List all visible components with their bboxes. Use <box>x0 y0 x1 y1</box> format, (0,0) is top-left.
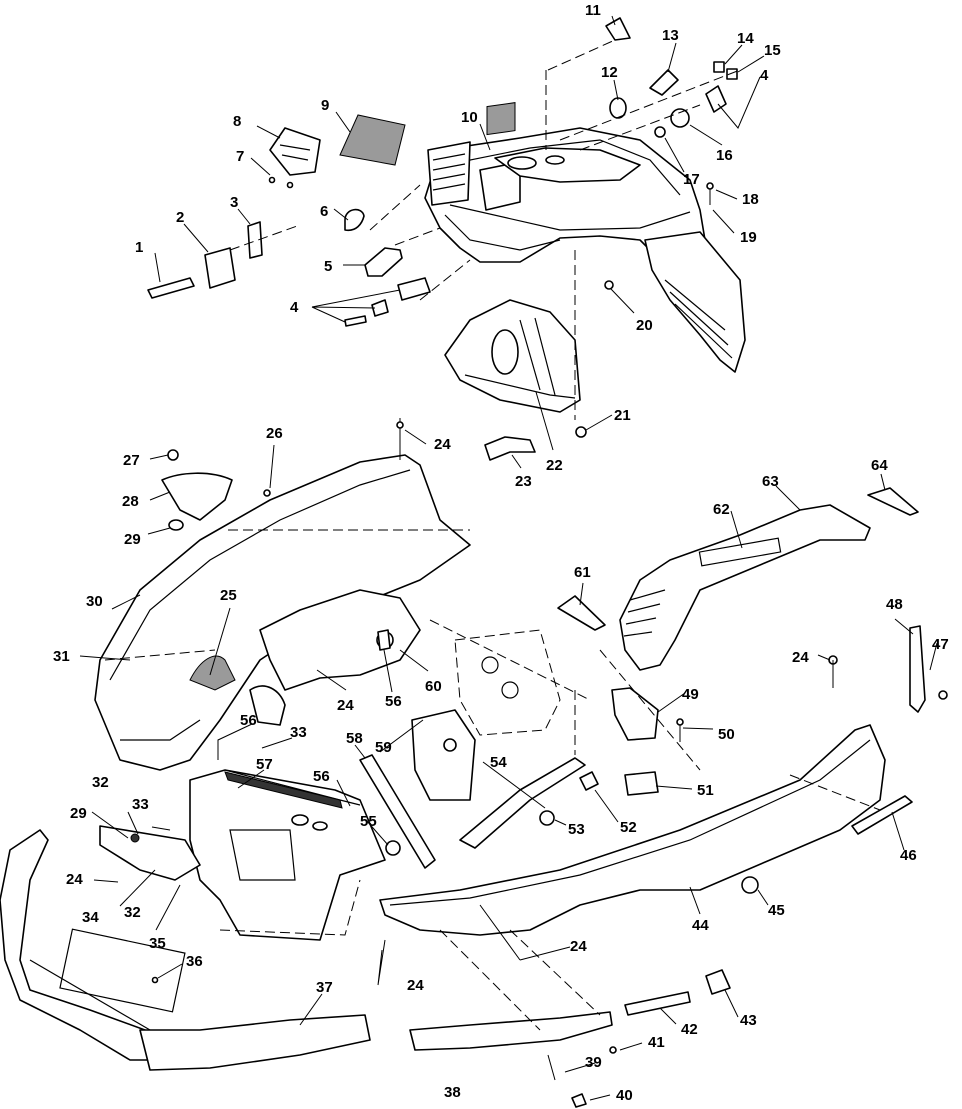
callout-45: 45 <box>768 902 785 919</box>
callout-6: 6 <box>320 203 328 220</box>
callout-50: 50 <box>718 726 735 743</box>
callout-24: 24 <box>407 977 424 994</box>
center-bracket-assembly <box>344 629 599 869</box>
callout-23: 23 <box>515 473 532 490</box>
callout-46: 46 <box>900 847 917 864</box>
right-side-assembly <box>379 487 948 1108</box>
callout-33: 33 <box>132 796 149 813</box>
callout-55: 55 <box>360 813 377 830</box>
side-skirt <box>379 724 886 936</box>
callout-59: 59 <box>375 739 392 756</box>
callout-19: 19 <box>740 229 757 246</box>
callout-7: 7 <box>236 148 244 165</box>
callout-29: 29 <box>124 531 141 548</box>
callout-12: 12 <box>601 64 618 81</box>
callout-15: 15 <box>764 42 781 59</box>
callout-56: 56 <box>313 768 330 785</box>
instrument-housing <box>269 127 321 176</box>
callout-28: 28 <box>122 493 139 510</box>
callout-10: 10 <box>461 109 478 126</box>
callout-58: 58 <box>346 730 363 747</box>
nose-cone <box>94 454 471 771</box>
callout-54: 54 <box>490 754 507 771</box>
callout-18: 18 <box>742 191 759 208</box>
callout-48: 48 <box>886 596 903 613</box>
callout-62: 62 <box>713 501 730 518</box>
callout-42: 42 <box>681 1021 698 1038</box>
callout-20: 20 <box>636 317 653 334</box>
callout-4: 4 <box>760 67 769 84</box>
callout-56: 56 <box>385 693 402 710</box>
callout-labels: 1 2 3 4 4 5 6 7 8 9 10 11 12 13 14 15 16… <box>53 2 949 1104</box>
hood-assembly <box>147 17 746 461</box>
callout-4: 4 <box>290 299 299 316</box>
front-bumper <box>139 1014 371 1071</box>
leader-lines <box>79 15 938 1101</box>
callout-63: 63 <box>762 473 779 490</box>
callout-22: 22 <box>546 457 563 474</box>
front-belly-pan <box>189 769 386 941</box>
callout-13: 13 <box>662 27 679 44</box>
lower-side-rail <box>409 1011 613 1051</box>
callout-60: 60 <box>425 678 442 695</box>
callout-21: 21 <box>614 407 631 424</box>
nose-cone-assembly <box>94 418 591 771</box>
callout-39: 39 <box>585 1054 602 1071</box>
callout-24: 24 <box>570 938 587 955</box>
callout-17: 17 <box>683 171 700 188</box>
callout-38: 38 <box>444 1084 461 1101</box>
callout-14: 14 <box>737 30 754 47</box>
callout-61: 61 <box>574 564 591 581</box>
callout-26: 26 <box>266 425 283 442</box>
callout-32: 32 <box>92 774 109 791</box>
callout-24: 24 <box>792 649 809 666</box>
callout-36: 36 <box>186 953 203 970</box>
callout-5: 5 <box>324 258 332 275</box>
callout-9: 9 <box>321 97 329 114</box>
callout-25: 25 <box>220 587 237 604</box>
callout-51: 51 <box>697 782 714 799</box>
callout-56: 56 <box>240 712 257 729</box>
callout-41: 41 <box>648 1034 665 1051</box>
callout-37: 37 <box>316 979 333 996</box>
side-panel-upper <box>619 504 871 671</box>
callout-2: 2 <box>176 209 184 226</box>
callout-34: 34 <box>82 909 99 926</box>
hood-side-panel <box>644 231 746 373</box>
hinge-plate <box>247 221 263 259</box>
callout-35: 35 <box>149 935 166 952</box>
callout-24: 24 <box>337 697 354 714</box>
callout-53: 53 <box>568 821 585 838</box>
callout-24: 24 <box>66 871 83 888</box>
belly-pan-assembly <box>0 769 386 1071</box>
callout-8: 8 <box>233 113 241 130</box>
callout-33: 33 <box>290 724 307 741</box>
callout-30: 30 <box>86 593 103 610</box>
callout-40: 40 <box>616 1087 633 1104</box>
callout-43: 43 <box>740 1012 757 1029</box>
callout-57: 57 <box>256 756 273 773</box>
callout-32: 32 <box>124 904 141 921</box>
callout-1: 1 <box>135 239 143 256</box>
callout-44: 44 <box>692 917 709 934</box>
callout-24: 24 <box>434 436 451 453</box>
callout-64: 64 <box>871 457 888 474</box>
callout-27: 27 <box>123 452 140 469</box>
callout-11: 11 <box>585 2 601 19</box>
callout-31: 31 <box>53 648 70 665</box>
callout-3: 3 <box>230 194 238 211</box>
callout-29: 29 <box>70 805 87 822</box>
callout-49: 49 <box>682 686 699 703</box>
front-bumper-rail <box>0 829 151 1061</box>
callout-47: 47 <box>932 636 949 653</box>
hinge-block <box>204 247 236 289</box>
hinge-bolt <box>147 277 195 299</box>
callout-52: 52 <box>620 819 637 836</box>
callout-16: 16 <box>716 147 733 164</box>
